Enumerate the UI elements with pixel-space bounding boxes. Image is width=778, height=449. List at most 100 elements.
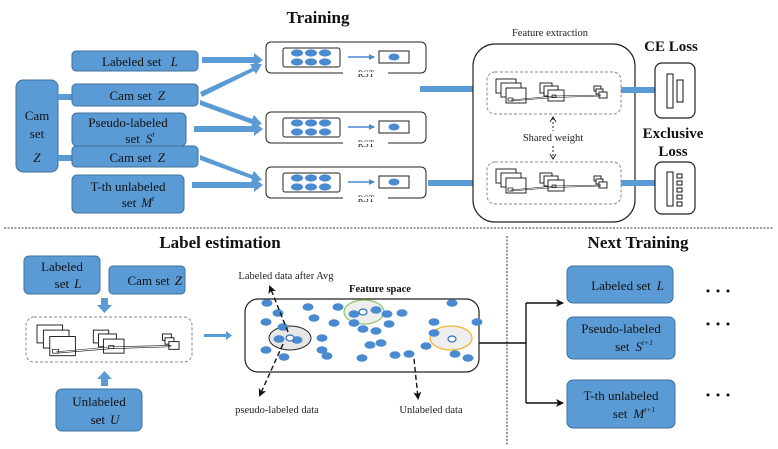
cam-set-big-symbol: Z — [33, 150, 41, 165]
exclusive-loss-title-1: Exclusive — [643, 126, 704, 142]
annotation-arrow-labeled-avg — [268, 285, 289, 333]
data-point — [449, 350, 461, 358]
sample-dot — [388, 123, 400, 131]
label-labeled-after-avg: Labeled data after Avg — [238, 271, 334, 282]
centroid-black — [285, 334, 295, 342]
centroid-green — [358, 308, 368, 316]
sample-dot — [305, 183, 317, 191]
rst-box: RST — [265, 166, 427, 204]
sample-dot — [319, 58, 331, 66]
data-point — [321, 352, 333, 360]
sample-dot — [305, 58, 317, 66]
cnn-icon — [495, 78, 608, 104]
data-point — [302, 303, 314, 311]
data-point — [428, 329, 440, 337]
annotation-arrow-pseudo — [258, 343, 284, 397]
sample-dot — [388, 178, 400, 186]
data-point — [356, 354, 368, 362]
feature-extraction-label: Feature extraction — [512, 28, 589, 39]
rst-box: RST — [265, 41, 427, 79]
data-point — [375, 339, 387, 347]
sample-dot — [305, 49, 317, 57]
feature-space-label: Feature space — [349, 284, 411, 295]
feature-points — [260, 299, 483, 362]
annotation-arrow-unlabeled — [413, 358, 422, 400]
sample-dot — [319, 174, 331, 182]
arrow-to-feature-space — [204, 331, 232, 340]
cam-set-big-box: Cam set Z — [15, 79, 59, 173]
data-point — [261, 299, 273, 307]
sample-dot — [319, 49, 331, 57]
data-point — [278, 353, 290, 361]
cnn-kernel — [507, 97, 514, 102]
input-labeled-set: Labeled set L — [71, 50, 199, 72]
data-point — [471, 318, 483, 326]
data-point — [348, 310, 360, 318]
sample-dot — [291, 49, 303, 57]
cam-set-big-line1: Cam — [25, 108, 50, 123]
data-point — [381, 310, 393, 318]
arrow-to-ce-loss — [621, 82, 667, 98]
svg-text:Labeled set L: Labeled set L — [102, 54, 178, 69]
svg-text:Pseudo-labeled: Pseudo-labeled — [88, 115, 168, 130]
sample-dot — [319, 183, 331, 191]
label-estimation-title: Label estimation — [159, 233, 281, 252]
data-point — [260, 346, 272, 354]
shared-weight-label: Shared weight — [523, 133, 583, 144]
data-point — [428, 318, 440, 326]
svg-text:Labeled: Labeled — [41, 259, 83, 274]
cnn-kernel — [52, 348, 60, 354]
data-point — [364, 341, 376, 349]
cnn-icon — [36, 324, 180, 357]
data-point — [332, 303, 344, 311]
next-training-title: Next Training — [588, 233, 689, 252]
data-point — [446, 299, 458, 307]
ellipsis-1: • • • — [705, 285, 731, 298]
data-point — [348, 319, 360, 327]
svg-text:Unlabeled: Unlabeled — [72, 394, 126, 409]
data-point — [370, 306, 382, 314]
exclusive-loss-box — [654, 161, 696, 215]
svg-text:Pseudo-labeled: Pseudo-labeled — [581, 321, 661, 336]
rst-box: RST — [265, 111, 427, 149]
sample-dot — [291, 128, 303, 136]
connector — [58, 94, 72, 100]
sample-dot — [305, 128, 317, 136]
data-point — [328, 319, 340, 327]
sample-dot — [319, 128, 331, 136]
label-pseudo-labeled: pseudo-labeled data — [235, 405, 319, 416]
data-point — [383, 320, 395, 328]
svg-text:T-th unlabeled: T-th unlabeled — [584, 388, 659, 403]
sample-dot — [291, 183, 303, 191]
data-point — [273, 335, 285, 343]
centroid-orange — [447, 335, 457, 343]
ellipsis-3: • • • — [705, 389, 731, 402]
arrow-to-feature-top — [420, 81, 492, 97]
feature-space-box — [244, 298, 480, 373]
arrow-to-feature-bottom — [428, 175, 492, 191]
arrow-down — [97, 298, 112, 313]
exclusive-loss-title-2: Loss — [658, 144, 687, 160]
sample-dot — [319, 119, 331, 127]
cnn-kernel — [507, 187, 514, 192]
data-point — [396, 309, 408, 317]
data-point — [260, 318, 272, 326]
sample-dot — [388, 53, 400, 61]
